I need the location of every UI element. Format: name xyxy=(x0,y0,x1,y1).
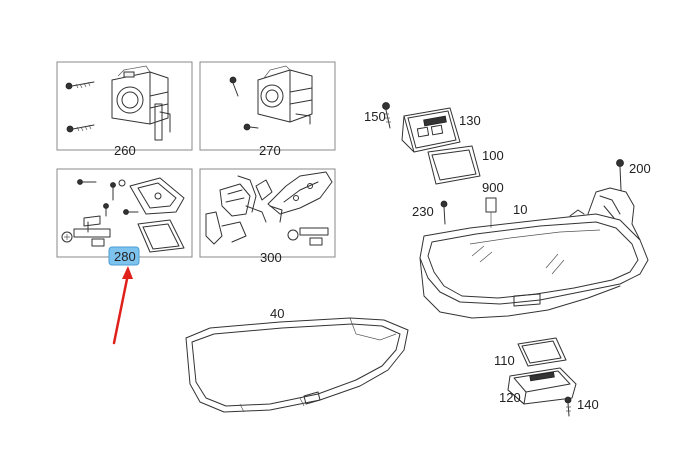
callout-270[interactable]: 270 xyxy=(259,143,281,158)
label-sticker-icon xyxy=(287,227,329,246)
bracket-set-icon xyxy=(205,171,333,245)
callout-10[interactable]: 10 xyxy=(513,202,527,217)
bracket-icon xyxy=(118,177,185,215)
callout-260[interactable]: 260 xyxy=(114,143,136,158)
kit-box-270[interactable]: 270 xyxy=(199,61,336,158)
part-130-control-unit[interactable]: 130 xyxy=(401,107,481,153)
bolt-icon xyxy=(103,203,109,217)
bolt-icon xyxy=(65,81,95,90)
callout-200[interactable]: 200 xyxy=(629,161,651,176)
callout-900[interactable]: 900 xyxy=(482,180,504,195)
fan-module-icon xyxy=(257,65,313,125)
part-150-bolt[interactable]: 150 xyxy=(364,102,391,129)
fan-module-icon xyxy=(111,65,171,141)
callout-110[interactable]: 110 xyxy=(494,353,515,368)
part-100-gasket[interactable]: 100 xyxy=(427,145,504,185)
bolt-icon xyxy=(77,179,97,185)
callout-150[interactable]: 150 xyxy=(364,109,386,124)
bolt-icon xyxy=(110,182,116,201)
gasket-icon xyxy=(137,219,185,253)
kit-box-280[interactable]: 280 xyxy=(56,168,193,266)
part-200-bolt[interactable]: 200 xyxy=(616,159,651,191)
callout-100[interactable]: 100 xyxy=(482,148,504,163)
part-110-gasket[interactable]: 110 xyxy=(494,337,567,368)
part-230-bolt[interactable]: 230 xyxy=(412,200,448,225)
clip-icon xyxy=(83,215,101,233)
callout-280[interactable]: 280 xyxy=(114,249,136,264)
part-120-control-unit[interactable]: 120 xyxy=(499,367,577,405)
bolt-icon xyxy=(243,123,259,131)
callout-300[interactable]: 300 xyxy=(260,250,282,265)
part-900-clip[interactable]: 900 xyxy=(482,180,504,228)
callout-130[interactable]: 130 xyxy=(459,113,481,128)
part-140-bolt[interactable]: 140 xyxy=(564,396,599,417)
bolt-icon xyxy=(229,76,239,97)
label-sticker-icon xyxy=(61,228,111,247)
kit-box-260[interactable]: 260 xyxy=(56,61,193,158)
callout-120[interactable]: 120 xyxy=(499,390,521,405)
kit-box-300[interactable]: 300 xyxy=(199,168,336,265)
part-40-lens[interactable]: 40 xyxy=(185,306,409,413)
callout-40[interactable]: 40 xyxy=(270,306,284,321)
red-arrow-pointer xyxy=(112,266,133,345)
part-10-headlamp[interactable]: 10 xyxy=(419,187,649,319)
bolt-icon xyxy=(66,124,95,133)
callout-140[interactable]: 140 xyxy=(577,397,599,412)
bolt-icon xyxy=(123,209,139,215)
callout-280-highlight xyxy=(108,246,140,266)
callout-230[interactable]: 230 xyxy=(412,204,434,219)
